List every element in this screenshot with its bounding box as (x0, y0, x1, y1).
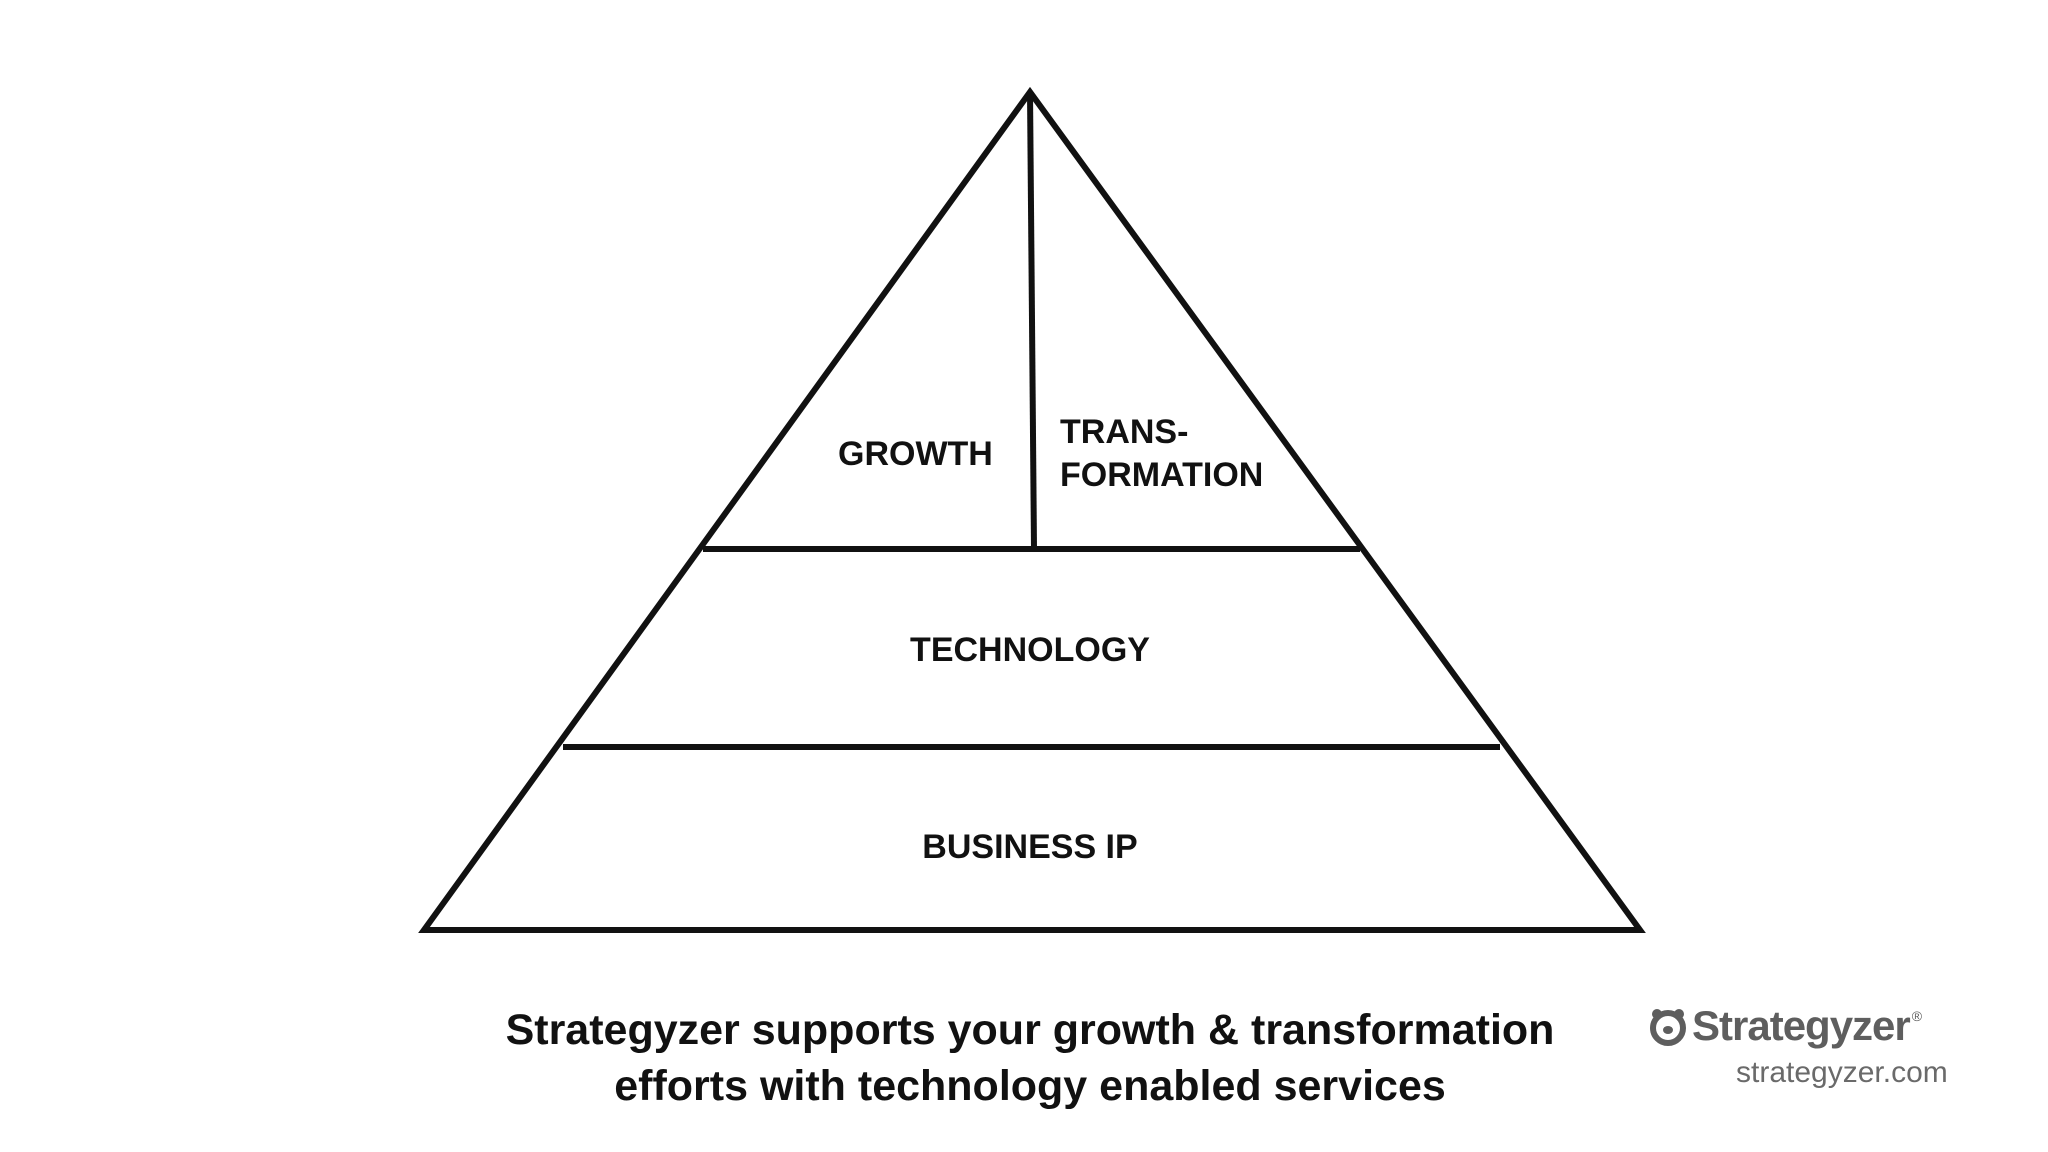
registered-mark: ® (1911, 1008, 1923, 1024)
label-growth: GROWTH (838, 435, 993, 473)
caption-line-2: efforts with technology enabled services (614, 1062, 1446, 1110)
pyramid-outline (418, 86, 1646, 933)
label-technology: TECHNOLOGY (910, 631, 1150, 669)
label-transformation-line1: TRANS- (1060, 413, 1188, 451)
label-transformation-line2: FORMATION (1060, 456, 1263, 494)
caption-line-1: Strategyzer supports your growth & trans… (505, 1006, 1555, 1054)
bear-face-icon (1650, 1009, 1686, 1046)
label-business-ip: BUSINESS IP (922, 828, 1137, 866)
brand-name: Strategyzer (1692, 1002, 1911, 1049)
caption: Strategyzer supports your growth & trans… (330, 1002, 1730, 1114)
brand-url: strategyzer.com (1736, 1056, 1948, 1089)
top-tier-vertical-divider (1027, 91, 1037, 550)
brand-logo: Strategyzer ® strategyzer.com (1648, 998, 1988, 1090)
